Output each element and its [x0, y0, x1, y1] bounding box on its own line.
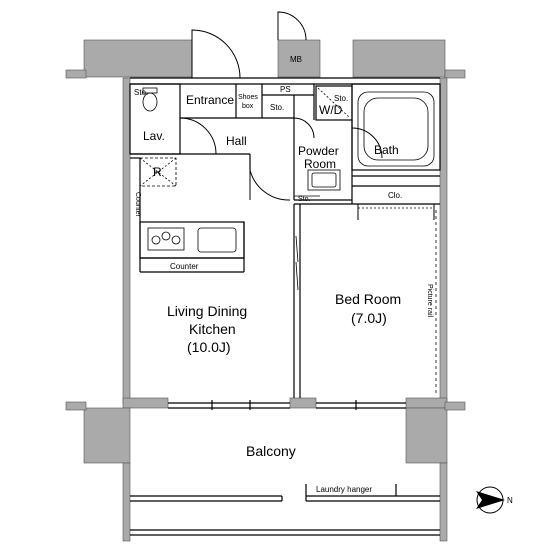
label-powder-2: Room	[304, 157, 336, 171]
lav-door-swing	[179, 117, 217, 155]
hall-door-swing	[249, 169, 291, 201]
sink-icon	[307, 169, 341, 191]
label-ps: PS	[280, 85, 291, 94]
label-hall: Hall	[226, 134, 247, 148]
label-bedroom-1: Bed Room	[335, 291, 401, 307]
fixtures	[139, 87, 437, 396]
label-shoes-box-1: Shoes	[238, 94, 258, 101]
label-laundry-hanger: Laundry hanger	[316, 485, 372, 494]
label-ldk-1: Living Dining	[167, 303, 247, 319]
mb-door-swing	[277, 11, 307, 41]
wall-balcony-right-post	[439, 462, 448, 542]
label-balcony: Balcony	[246, 443, 296, 459]
label-ldk-2: Kitchen	[189, 321, 236, 337]
wall-top-right	[352, 39, 446, 78]
wall-balcony-right-ledge	[444, 401, 466, 411]
walls	[65, 39, 466, 542]
labels: Entrance Shoes box PS MB Sto. Sto. Sto. …	[134, 55, 433, 494]
bath-outline	[351, 83, 441, 171]
label-ldk-3: (10.0J)	[187, 339, 231, 355]
label-sto-hall: Sto.	[270, 103, 284, 112]
kitchen-sink-icon	[197, 227, 237, 253]
bathtub-icon	[357, 91, 435, 167]
closet-door-swing	[357, 204, 435, 220]
wall-right	[439, 77, 448, 405]
wall-left	[122, 77, 131, 405]
label-clo: Clo.	[388, 191, 402, 200]
compass: N	[476, 486, 513, 514]
wall-balcony-right-block	[405, 407, 448, 464]
wall-mb	[277, 39, 321, 78]
wall-bottom-left	[122, 397, 169, 409]
label-entrance: Entrance	[186, 93, 234, 107]
label-counter: Counter	[170, 262, 199, 271]
wall-balcony-left-post	[122, 462, 131, 542]
door-swings	[179, 11, 435, 220]
label-picture-rail: Picture rail	[426, 284, 433, 318]
label-lav: Lav.	[143, 129, 165, 143]
entrance-door-swing	[191, 29, 241, 79]
wall-top-right-ledge	[444, 69, 466, 79]
wall-balcony-left-block	[83, 407, 131, 464]
wall-bottom-right	[405, 397, 448, 409]
wall-top-left	[83, 39, 193, 78]
label-bath: Bath	[374, 143, 399, 157]
label-powder-1: Powder	[298, 144, 339, 158]
refrigerator-box	[139, 157, 177, 187]
compass-arrow-icon	[476, 491, 505, 509]
wall-balcony-left-ledge	[65, 401, 87, 411]
label-bedroom-2: (7.0J)	[351, 310, 387, 326]
label-refrigerator: R	[153, 165, 162, 179]
label-wd: W/D	[319, 103, 343, 117]
label-sto-lav: Sto.	[134, 88, 148, 97]
interior-walls	[129, 77, 441, 536]
label-sto-powder: Sto.	[298, 196, 311, 203]
compass-label: N	[507, 496, 513, 505]
kitchen-counter	[139, 221, 245, 259]
stove-icon	[147, 227, 185, 251]
label-mb: MB	[290, 55, 302, 64]
label-counter-side: Counter	[134, 192, 141, 218]
label-shoes-box-2: box	[242, 103, 254, 110]
wall-bottom-mid	[289, 397, 317, 409]
label-sto-wd: Sto.	[334, 94, 348, 103]
wall-top-left-ledge	[65, 69, 87, 79]
powder-door-swing	[293, 117, 315, 139]
bath-door-swing	[351, 127, 383, 159]
